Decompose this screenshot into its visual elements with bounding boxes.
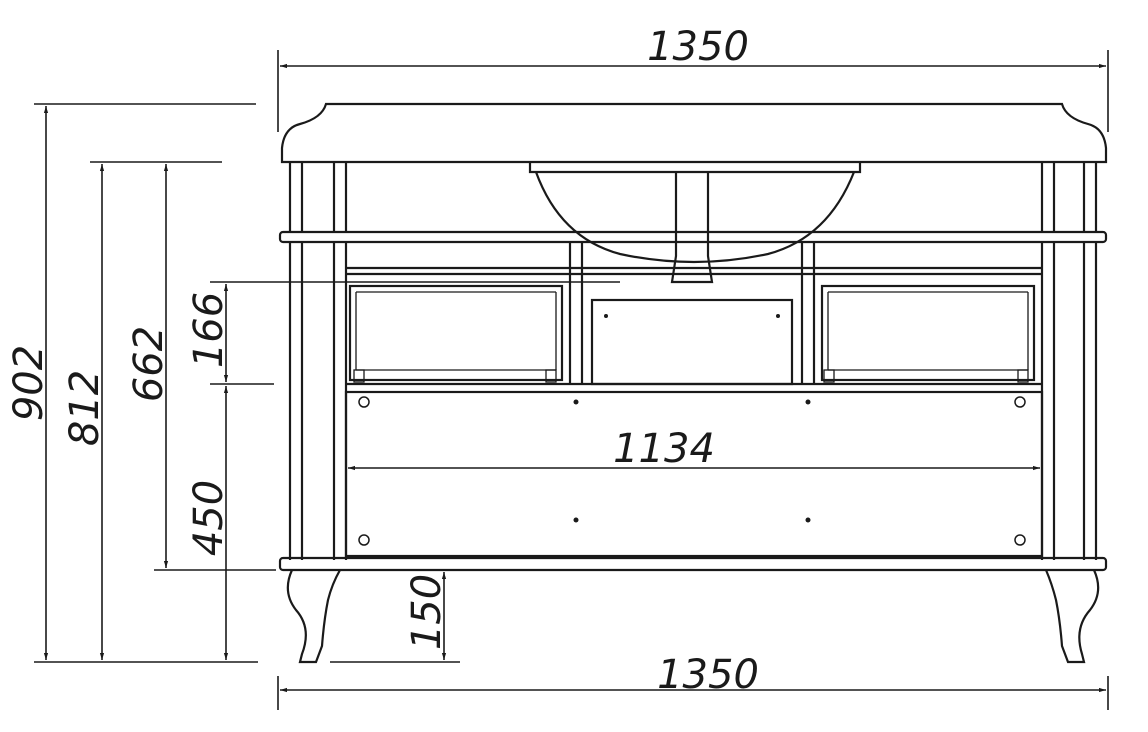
label-drawer-height: 166 [186, 292, 232, 368]
right-leg [1044, 569, 1100, 664]
right-drawer [820, 284, 1036, 382]
extension-lines [34, 50, 1109, 710]
label-leg-height: 150 [404, 574, 450, 650]
left-leg [286, 569, 341, 664]
label-total-height: 902 [6, 345, 52, 421]
upper-frame [278, 162, 1108, 244]
label-lower-height: 450 [186, 480, 232, 556]
left-drawer [348, 284, 564, 382]
dimension-labels: 1350 1350 1134 902 812 662 166 450 150 [6, 24, 759, 698]
label-inner-width: 1134 [613, 426, 715, 472]
drawer-section [346, 242, 1042, 386]
sink-basin [528, 162, 862, 284]
label-overall-width-bottom: 1350 [657, 652, 759, 698]
side-posts [288, 242, 1098, 560]
lower-panel [344, 390, 1044, 558]
shelf [278, 230, 1108, 244]
label-overall-width-top: 1350 [647, 24, 749, 70]
base-plinth [278, 556, 1108, 572]
dimension-lines [43, 63, 1106, 693]
label-counter-height: 812 [62, 370, 108, 446]
label-frame-height: 662 [126, 326, 172, 402]
center-panel [590, 298, 794, 386]
countertop [280, 102, 1108, 164]
